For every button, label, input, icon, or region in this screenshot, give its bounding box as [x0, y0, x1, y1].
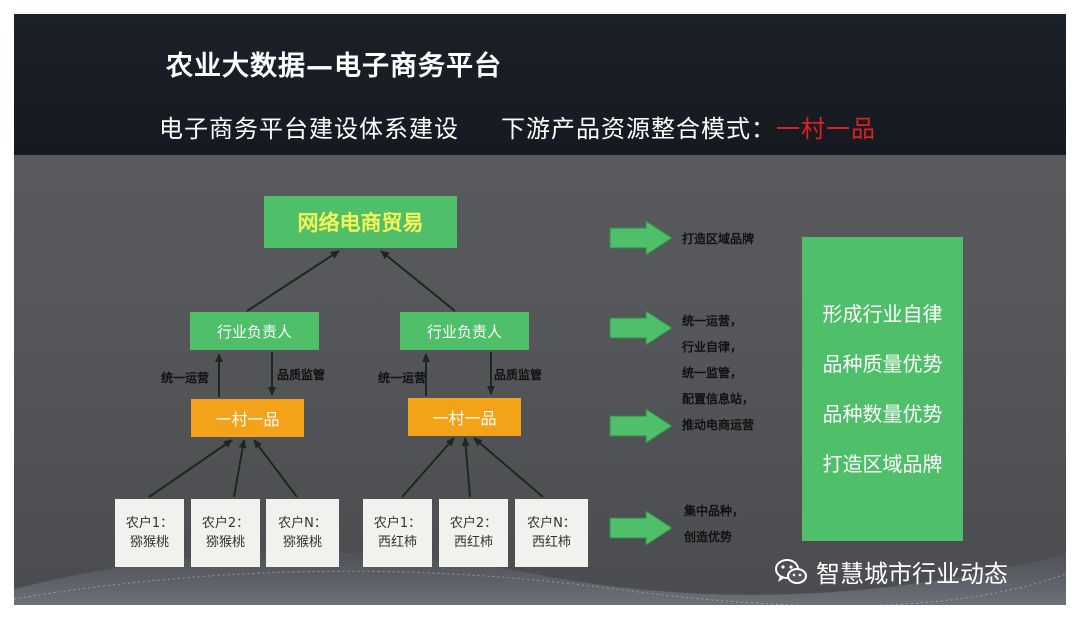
right-arrow-4 — [609, 510, 673, 546]
subtitle-left: 电子商务平台建设体系建设 — [159, 115, 459, 143]
right-arrow-1 — [609, 220, 673, 256]
farmer-name: 农户1： — [373, 516, 422, 531]
subtitle-highlight: 一村一品 — [776, 115, 876, 143]
manager-node-2: 行业负责人 — [400, 312, 529, 350]
edge-m1-top — [246, 250, 340, 312]
farmer-crop: 西红柿 — [453, 535, 493, 550]
farmer-name: 农户1： — [125, 516, 174, 531]
right-note-2-line: 统一运营， — [682, 314, 743, 328]
subtitle-right-prefix: 下游产品资源整合模式： — [501, 115, 776, 143]
farmer-crop: 猕猴桃 — [129, 535, 169, 550]
right-note-2: 统一运营， 行业自律， 统一监管， 配置信息站， 推动电商运营 — [682, 308, 754, 438]
watermark: 智慧城市行业动态 — [774, 554, 1008, 589]
right-note-3: 集中品种， 创造优势 — [684, 498, 744, 550]
farmer-name: 农户N： — [278, 516, 327, 531]
farmer-crop: 猕猴桃 — [205, 535, 245, 550]
top-node-label: 网络电商贸易 — [297, 211, 424, 235]
farmer-crop: 西红柿 — [377, 535, 417, 550]
right-note-2-line: 统一监管， — [682, 366, 743, 380]
edge-f1-v1 — [148, 439, 233, 498]
summary-item: 品种质量优势 — [822, 352, 943, 376]
watermark-text: 智慧城市行业动态 — [816, 560, 1008, 588]
edge-label-up-1: 统一运营 — [161, 371, 210, 385]
farmer-crop: 猕猴桃 — [282, 535, 322, 550]
village-node-2: 一村一品 — [408, 398, 521, 436]
edge-f4-v2 — [401, 437, 455, 498]
right-note-2-line: 推动电商运营 — [682, 418, 755, 432]
summary-item: 品种数量优势 — [822, 402, 943, 426]
farmer-box-1: 农户1： 猕猴桃 — [115, 499, 184, 567]
edge-m2-top — [380, 250, 456, 312]
right-note-2-line: 配置信息站， — [682, 392, 755, 406]
farmer-box-3: 农户N： 猕猴桃 — [266, 499, 339, 567]
farmer-box-5: 农户2： 西红柿 — [439, 499, 508, 567]
village-label: 一村一品 — [432, 409, 497, 428]
right-arrow-3 — [609, 408, 673, 444]
wechat-icon — [775, 558, 807, 584]
farmer-name: 农户2： — [449, 516, 498, 531]
page-title: 农业大数据—电子商务平台 — [166, 51, 502, 82]
summary-item: 形成行业自律 — [822, 302, 943, 326]
edge-f6-v2 — [473, 437, 544, 498]
farmer-crop: 西红柿 — [531, 535, 571, 550]
header: 农业大数据—电子商务平台 电子商务平台建设体系建设 下游产品资源整合模式：一村一品 — [14, 14, 1066, 155]
farmer-name: 农户2： — [201, 516, 250, 531]
right-note-2-line: 行业自律， — [682, 340, 743, 354]
right-arrow-2 — [609, 310, 673, 346]
right-note-3-line: 集中品种， — [684, 504, 745, 518]
manager-label: 行业负责人 — [216, 322, 292, 341]
farmer-name: 农户N： — [527, 516, 576, 531]
manager-node-1: 行业负责人 — [190, 312, 319, 350]
slide: 农业大数据—电子商务平台 电子商务平台建设体系建设下游产品资源整合模式：一村一品 — [14, 14, 1066, 605]
farmer-box-2: 农户2： 猕猴桃 — [191, 499, 260, 567]
top-node-ecommerce: 网络电商贸易 — [264, 196, 457, 248]
edge-label-up-2: 统一运营 — [378, 371, 427, 385]
manager-label: 行业负责人 — [426, 322, 502, 341]
edge-f3-v1 — [253, 439, 298, 498]
right-note-3-line: 创造优势 — [684, 530, 733, 544]
edge-f2-v1 — [233, 439, 247, 498]
edge-label-down-1: 品质监管 — [277, 368, 326, 382]
edge-f5-v2 — [461, 437, 471, 498]
farmer-box-6: 农户N： 西红柿 — [515, 499, 588, 567]
summary-box: 形成行业自律 品种质量优势 品种数量优势 打造区域品牌 — [802, 237, 963, 541]
village-node-1: 一村一品 — [191, 399, 304, 437]
summary-item: 打造区域品牌 — [822, 452, 943, 476]
edge-label-down-2: 品质监管 — [494, 368, 543, 382]
subtitle: 电子商务平台建设体系建设 下游产品资源整合模式：一村一品 — [159, 109, 876, 144]
right-note-1: 打造区域品牌 — [682, 232, 755, 246]
farmer-box-4: 农户1： 西红柿 — [363, 499, 432, 567]
village-label: 一村一品 — [215, 410, 280, 429]
